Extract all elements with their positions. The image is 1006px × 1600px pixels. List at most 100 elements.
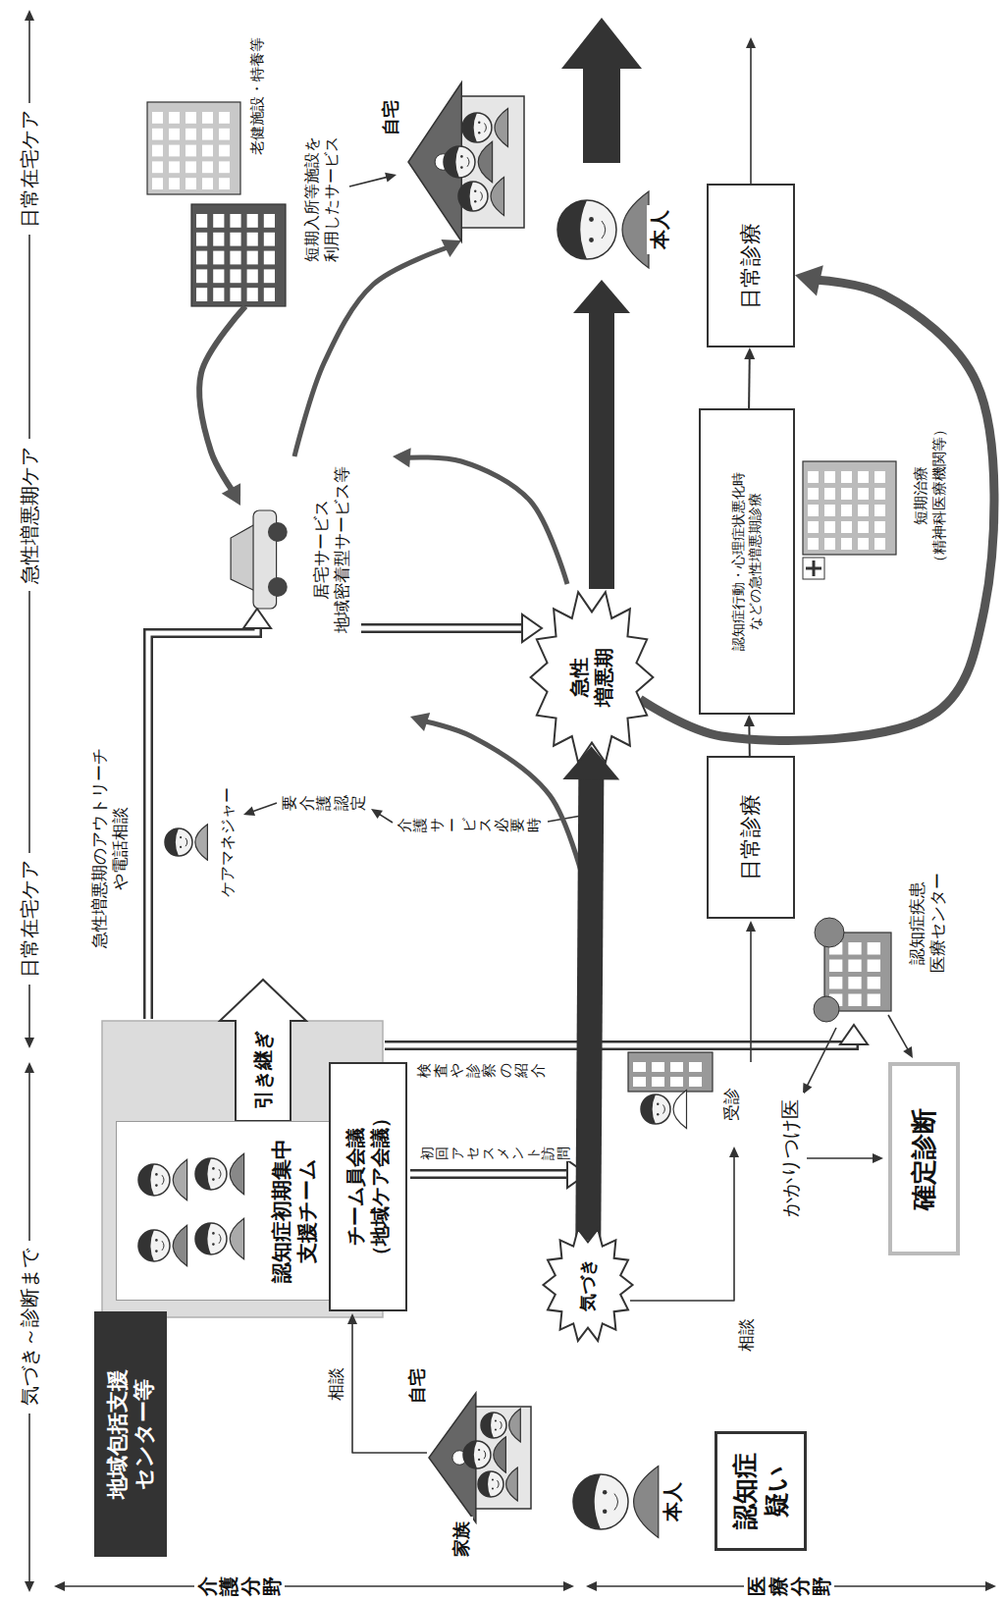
thin-arrow [243,802,277,816]
building-window [824,521,836,533]
arrow-head [24,1061,35,1073]
person-icon [443,141,493,183]
person-eye [656,1103,659,1106]
building-window [196,251,208,265]
building-window [867,942,881,955]
person-face [195,1158,227,1190]
person-eye [179,846,182,848]
thin-arrow [370,808,393,823]
hospital-cross-bg [802,557,825,580]
arrow-line [424,721,587,894]
thin-arrow [53,1581,575,1591]
text-label: 検査や診察の紹介 [414,1061,548,1079]
arrow-line [749,930,752,1062]
building-window [218,177,230,190]
person-icon [480,1408,521,1442]
building-window [688,1061,702,1072]
double-arrow [410,1160,587,1188]
text-label: 日常在宅ケア [16,103,44,235]
building-window [807,504,819,517]
building-window [152,177,163,190]
text-label: 自宅 [405,1363,430,1409]
person-face [138,1229,170,1262]
arrow-line [587,776,591,1240]
person-eye [211,1242,215,1246]
car-wheel [267,577,288,597]
thin-arrow [745,37,756,184]
building-window [867,976,881,990]
building-window [212,213,224,228]
person-mouth [614,1493,619,1511]
building-window [847,959,861,973]
building-body [802,461,897,555]
person-eye [477,131,480,134]
building-icon [628,1052,713,1092]
node-text: 気づき [577,1255,600,1316]
curved-arrow [199,306,246,506]
person-eye [588,216,594,222]
main-flow-bar [573,279,631,589]
building-window [229,268,241,283]
person-body [172,1159,187,1201]
arrow-head [53,1581,65,1591]
building-window [202,177,213,190]
node-text: 認知症 疑い [729,1448,794,1534]
person-body [673,1090,688,1129]
text-label: 認知症疾患 医療センター [905,865,951,980]
person-hair [458,181,474,212]
building-window [185,177,197,190]
building-window [229,213,241,228]
person-icon [138,1159,188,1201]
person-eye [211,1231,215,1235]
building-window [152,111,163,124]
text-label: 老健施設・特養等 [247,30,268,162]
building-window [874,521,886,533]
text-label: 本人 [646,205,674,255]
person-icon [573,1466,659,1538]
text-label: 急性増悪期のアウトリーチ や電話相談 [88,739,133,958]
process-box: 日常診療 [706,755,795,919]
building-body [147,102,241,195]
double-line-outer [410,1168,570,1179]
meeting-box: チーム員会議 （地域ケア会議） [328,1061,408,1312]
building-window [196,213,208,228]
connector [743,347,755,409]
arrow-head [410,712,430,732]
starburst: 急性 増悪期 [529,588,654,766]
curved-arrow [392,447,568,584]
text-label: ケアマネジャー [216,780,239,904]
building-window [824,537,836,550]
house-icon [408,82,525,242]
person-mouth [663,1105,666,1114]
handover-arrow [219,979,307,1121]
building-window [185,128,197,141]
text-label: 居宅サービス 地域密着型サービス等 [310,458,355,642]
building-window [874,471,886,483]
thin-arrow [888,1014,913,1059]
thin-arrow [802,1027,837,1095]
person-eye [491,1478,494,1481]
connector [639,264,995,741]
car-icon [230,510,288,609]
building-window [229,251,241,265]
person-icon [164,824,208,860]
main-flow-arrow [561,17,642,163]
person-hair [573,1474,601,1530]
person-hair [195,1158,212,1190]
arrow-line [888,1014,908,1050]
arrow-head [221,482,241,506]
person-face [480,1412,507,1438]
text-label: 短期治療 （精神科医療機関等） [910,414,951,578]
text-label: 日常在宅ケア [16,852,44,985]
building-window [807,537,819,550]
arrow-line [639,279,995,741]
arrow-line [582,63,621,163]
arrow-line [588,310,615,589]
person-mouth [218,1233,221,1244]
building-window [651,1076,665,1087]
arrow-head [902,1046,913,1059]
text-label: 短期入所等施設を 利用したサービス [301,129,343,270]
agency-box: 地域包括支援 センター等 [94,1311,167,1557]
person-mouth [601,220,606,239]
building-window [264,251,275,265]
